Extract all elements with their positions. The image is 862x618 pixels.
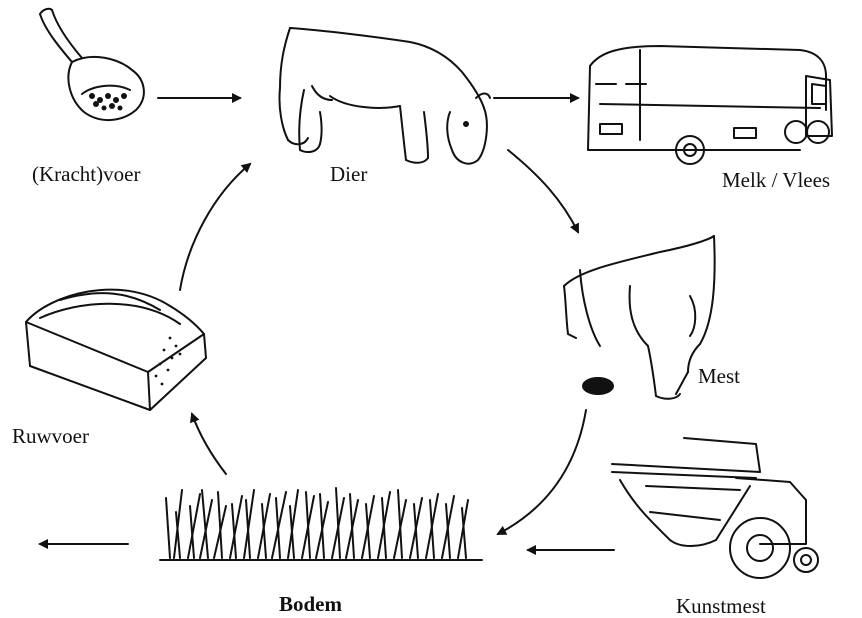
arrow-animal-to-manure (508, 150, 578, 232)
arrow-soil-to-roughage (192, 414, 226, 474)
arrow-manure-to-soil (498, 410, 586, 534)
label-kracht-voer: (Kracht)voer (32, 164, 140, 185)
feed-scoop-icon (40, 9, 144, 120)
label-bodem: Bodem (279, 594, 342, 615)
label-ruwvoer: Ruwvoer (12, 426, 89, 447)
label-dier: Dier (330, 164, 367, 185)
label-mest: Mest (698, 366, 740, 387)
label-melk-vlees: Melk / Vlees (722, 170, 830, 191)
fertilizer-spreader-tractor-icon (612, 438, 818, 578)
cow-icon (279, 28, 490, 164)
silage-bunker-icon (26, 290, 206, 410)
arrow-roughage-to-animal (180, 164, 250, 290)
label-kunstmest: Kunstmest (676, 596, 766, 617)
grass-soil-icon (160, 488, 482, 560)
milk-tanker-truck-icon (588, 46, 832, 164)
cow-rear-manure-icon (564, 236, 715, 399)
